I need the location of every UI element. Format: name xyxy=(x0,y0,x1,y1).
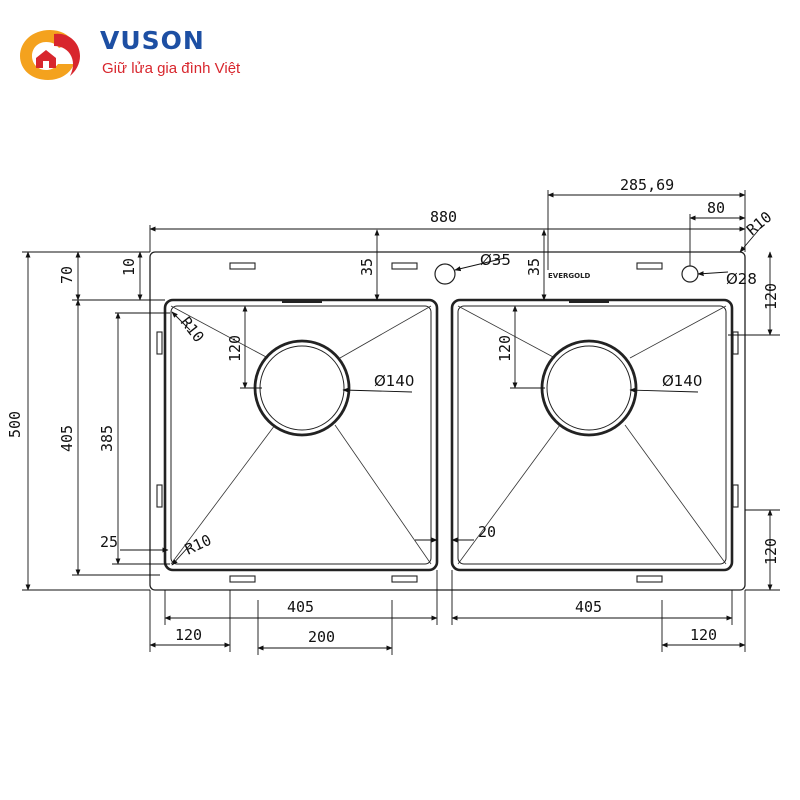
dim-right-drain-offset: 120 xyxy=(496,335,514,362)
right-bowl-outer xyxy=(450,298,734,572)
dim-inner-radius-bottom: R10 xyxy=(182,531,214,559)
dim-bowl-height: 405 xyxy=(58,425,76,452)
dim-right-bottom-120: 120 xyxy=(762,538,780,565)
left-drain-icon xyxy=(253,339,351,437)
engraving-label: EVERGOLD xyxy=(548,272,591,280)
brand-name: VUSON xyxy=(100,26,205,55)
right-drain-icon xyxy=(540,339,638,437)
dim-tap-hole-dia: Ø35 xyxy=(480,251,511,269)
dim-left-drain-dia: Ø140 xyxy=(374,372,414,390)
brand-logo: VUSON Giữ lửa gia đình Việt xyxy=(14,24,274,84)
sink-outline xyxy=(149,251,746,591)
bowl-slope-lines xyxy=(170,305,727,565)
dim-tap-hole-left: 35 xyxy=(358,258,376,276)
dim-tap-hole-right: 35 xyxy=(525,258,543,276)
dim-right-drain-dia: Ø140 xyxy=(662,372,702,390)
mounting-clips xyxy=(156,262,739,583)
brand-slogan: Giữ lửa gia đình Việt xyxy=(102,60,241,77)
dim-right-bowl-width: 405 xyxy=(575,598,602,616)
dimension-labels: 880 285,69 80 R10 500 70 10 405 385 25 3… xyxy=(6,176,780,646)
dim-bottom-margin: 25 xyxy=(100,533,118,551)
drains xyxy=(253,339,638,437)
dim-bottom-right-120: 120 xyxy=(690,626,717,644)
dim-corner-radius-top: R10 xyxy=(743,208,775,239)
left-bowl-inner xyxy=(170,305,432,565)
dim-left-bowl-width: 405 xyxy=(287,598,314,616)
dim-bottom-center-200: 200 xyxy=(308,628,335,646)
dim-top-margin-70: 70 xyxy=(58,266,76,284)
dim-bottom-left-120: 120 xyxy=(175,626,202,644)
dim-tap-offset: 285,69 xyxy=(620,176,674,194)
dim-divider-width: 20 xyxy=(478,523,496,541)
dim-total-width: 880 xyxy=(430,208,457,226)
vuson-logo-icon xyxy=(20,30,80,80)
dim-right-top-120: 120 xyxy=(762,283,780,310)
right-bowl-inner xyxy=(457,305,727,565)
dim-inner-radius-top: R10 xyxy=(177,313,208,345)
dim-left-drain-offset: 120 xyxy=(226,335,244,362)
tap-hole-icon xyxy=(434,263,456,285)
dim-bowl-inner-height: 385 xyxy=(98,425,116,452)
dim-top-margin-10: 10 xyxy=(120,258,138,276)
dim-soap-hole-dia: Ø28 xyxy=(726,270,757,288)
dim-total-height: 500 xyxy=(6,411,24,438)
dimension-lines xyxy=(22,190,780,655)
dim-hole-offset: 80 xyxy=(707,199,725,217)
sink-outer-edge xyxy=(149,251,746,591)
left-bowl-outer xyxy=(163,298,439,572)
soap-hole-icon xyxy=(681,265,699,283)
